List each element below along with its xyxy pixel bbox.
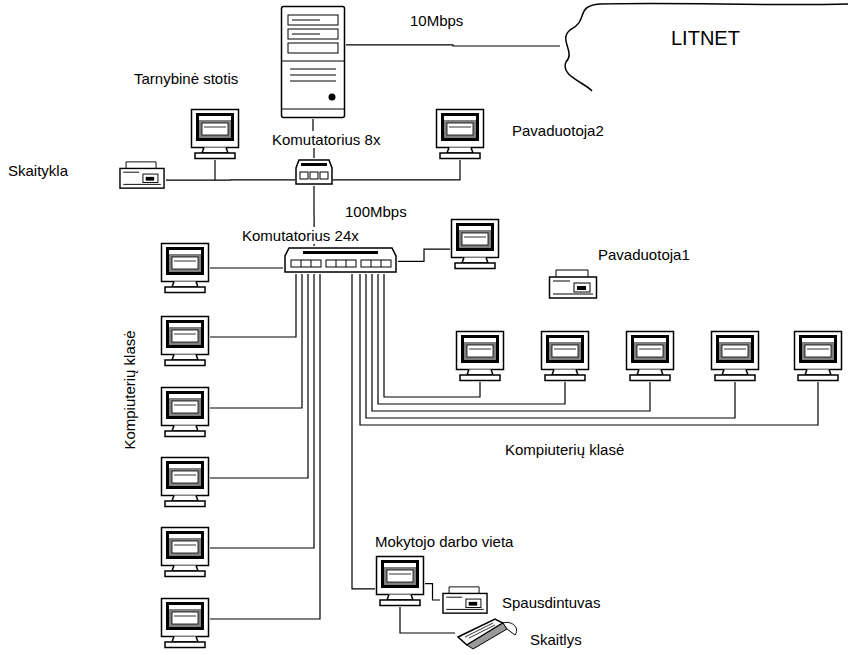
printer-icon	[550, 270, 597, 298]
wire	[210, 274, 308, 478]
wire	[210, 274, 320, 619]
computer-icon	[457, 332, 504, 381]
link-speed-label: 100Mbps	[343, 203, 409, 220]
device-icon	[120, 162, 164, 188]
device-label: Skaitykla	[6, 162, 70, 179]
computer-icon	[542, 332, 589, 381]
computer-icon	[162, 317, 209, 366]
server-node: Tarnybinė stotis	[280, 5, 346, 119]
device-label: Pavaduotoja2	[510, 122, 606, 139]
device-label: Komutatorius 24x	[240, 227, 361, 244]
device-icon	[458, 619, 517, 649]
group-label: Kompiuterių klasė	[121, 328, 138, 451]
computer-icon	[192, 110, 239, 159]
device-icon	[296, 160, 332, 184]
scanner-node: Skaitlys	[455, 615, 520, 651]
computer-node: Mokytojo darbo vieta	[375, 555, 425, 607]
node-icon	[295, 158, 333, 186]
network-link	[398, 249, 450, 261]
device-icon	[443, 587, 487, 613]
node-icon	[375, 555, 425, 607]
network-link	[166, 179, 295, 181]
wire	[210, 274, 302, 408]
wire	[372, 274, 650, 411]
node-icon	[280, 5, 346, 119]
printer-node: Skaitykla	[118, 160, 166, 190]
computer-icon	[162, 458, 209, 507]
wire	[210, 274, 296, 337]
node-icon	[450, 218, 500, 270]
network-link	[425, 584, 440, 600]
device-icon	[452, 220, 499, 269]
wire	[210, 267, 283, 268]
computer-icon	[627, 332, 674, 381]
computer-icon	[712, 332, 759, 381]
computer-icon	[162, 244, 209, 293]
computer-icon	[795, 332, 842, 381]
node-icon	[118, 160, 166, 190]
network-link	[333, 160, 460, 180]
device-label: Skaitlys	[528, 631, 584, 648]
group-label: Kompiuterių klasė	[503, 441, 626, 458]
device-icon	[285, 248, 396, 272]
device-label: Tarnybinė stotis	[132, 70, 240, 87]
device-icon	[377, 557, 424, 606]
computer-node: Pavaduotoja2	[435, 108, 485, 160]
computer-node: Pavaduotoja1	[450, 218, 500, 270]
printer-node: Spausdintuvas	[440, 585, 490, 615]
node-icon	[435, 108, 485, 160]
device-label: LITNET	[671, 27, 740, 50]
device-icon	[282, 7, 345, 118]
network-link	[352, 274, 375, 589]
device-icon	[437, 110, 484, 159]
switch-node: Komutatorius 24x	[283, 246, 398, 274]
device-label: Pavaduotoja1	[596, 246, 692, 263]
network-cloud: LITNET	[560, 0, 850, 92]
wire	[378, 274, 565, 404]
node-icon	[283, 246, 398, 274]
node-icon	[440, 585, 490, 615]
cloud-outline	[565, 3, 848, 91]
switch-node: Komutatorius 8x	[295, 158, 333, 186]
network-link	[346, 45, 560, 46]
device-label: Mokytojo darbo vieta	[373, 533, 515, 550]
wire	[210, 274, 314, 548]
wire-group	[210, 160, 818, 619]
node-icon	[455, 615, 520, 651]
device-label: Komutatorius 8x	[270, 131, 382, 148]
computer-icon	[162, 599, 209, 648]
computer-icon	[162, 388, 209, 437]
computer-icon	[162, 528, 209, 577]
device-label: Spausdintuvas	[500, 594, 602, 611]
link-speed-label: 10Mbps	[408, 12, 465, 29]
wire	[214, 160, 215, 180]
